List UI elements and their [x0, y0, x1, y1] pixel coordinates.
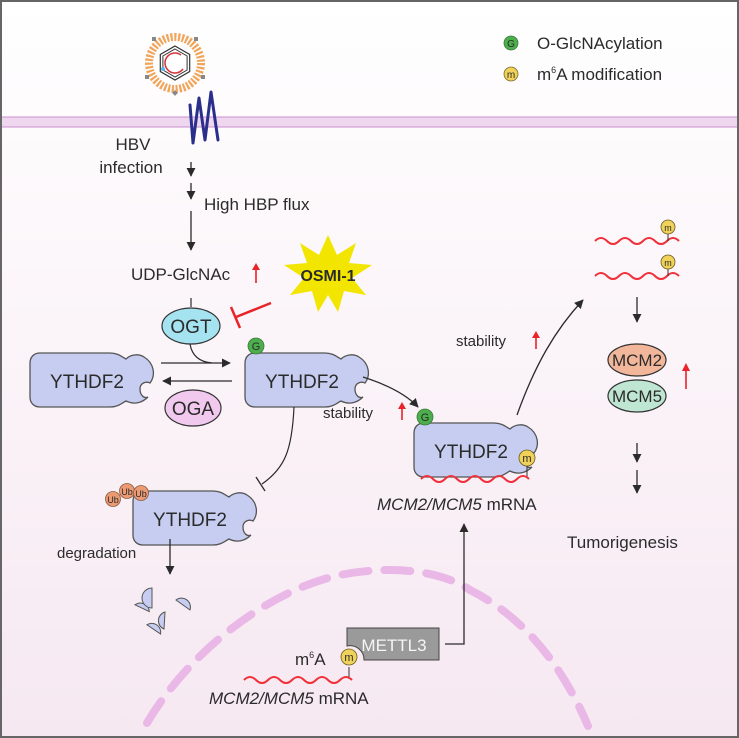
inhibition-osmi-ogt — [229, 301, 272, 329]
ogt-label: OGT — [170, 317, 212, 338]
nuclear-envelope — [143, 566, 592, 730]
stable-mrna-2: m — [594, 254, 680, 280]
stable-mrna-1: m — [594, 219, 680, 245]
ythdf2-label: YTHDF2 — [265, 372, 339, 393]
ogt-enzyme: OGT — [161, 307, 221, 345]
svg-text:Ub: Ub — [135, 489, 147, 499]
svg-text:m: m — [664, 223, 672, 233]
hbv-label: HBV — [116, 135, 152, 154]
legend-label-o-glcnacylation: O-GlcNAcylation — [537, 34, 663, 53]
svg-text:G: G — [252, 341, 261, 353]
mrna-label-nucleus: MCM2/MCM5 mRNA — [209, 689, 369, 708]
up-arrow-icon — [252, 263, 260, 283]
legend-item-m6a: m m6A modification — [503, 65, 662, 84]
g-badge-icon: G — [247, 337, 265, 355]
m-badge-letter: m — [507, 70, 515, 81]
ythdf2-label: YTHDF2 — [153, 510, 227, 531]
arrow-export — [445, 523, 469, 645]
degradation-label: degradation — [57, 545, 136, 562]
ubiquitin-chain: Ub Ub Ub — [105, 483, 149, 507]
osmi-1-label: OSMI-1 — [300, 268, 355, 285]
hbp-flux-label: High HBP flux — [204, 195, 310, 214]
m-badge-icon — [660, 254, 676, 270]
starburst-icon — [284, 235, 372, 312]
svg-text:Ub: Ub — [107, 495, 119, 505]
svg-text:Ub: Ub — [121, 487, 133, 497]
mrna-strand — [420, 475, 530, 483]
inhibition-degradation-curve — [261, 406, 295, 485]
mettl3-writer: METTL3 — [346, 627, 440, 661]
degraded-fragments-icon — [134, 587, 191, 635]
stability-label-2: stability — [456, 333, 507, 350]
infection-label: infection — [99, 158, 162, 177]
g-badge-icon — [503, 35, 519, 51]
svg-text:G: G — [421, 412, 430, 424]
arrow-to-complex — [362, 376, 419, 408]
oga-enzyme: OGA — [164, 389, 222, 427]
svg-text:m: m — [664, 258, 672, 268]
oga-label: OGA — [172, 399, 215, 420]
stability-label-1: stability — [323, 405, 374, 422]
m-badge-icon — [503, 66, 519, 82]
m-badge-icon — [660, 219, 676, 235]
cell-membrane — [2, 116, 737, 128]
ythdf2-ubiquitinated: YTHDF2 — [132, 490, 258, 546]
mrna-label-cytoplasm: MCM2/MCM5 mRNA — [377, 495, 537, 514]
ythdf2-unmodified: YTHDF2 — [29, 352, 155, 408]
ythdf2-label: YTHDF2 — [50, 372, 124, 393]
legend: G O-GlcNAcylation m m6A modification — [503, 34, 663, 84]
up-arrow-icon — [682, 363, 690, 389]
tumorigenesis-label: Tumorigenesis — [567, 533, 678, 552]
mcm5-label: MCM5 — [612, 387, 662, 406]
up-arrow-icon — [398, 402, 406, 420]
legend-label-m6a: m6A modification — [537, 65, 662, 84]
g-badge-icon: G — [416, 408, 434, 426]
mrna-strand-nucleus — [243, 676, 353, 684]
mcm2-label: MCM2 — [612, 351, 662, 370]
ub-badge-icon: Ub — [105, 491, 121, 507]
ub-badge-icon: Ub — [133, 485, 149, 501]
udp-glcnac-label: UDP-GlcNAc — [131, 265, 231, 284]
arrow-to-stable-mrna — [516, 299, 584, 416]
svg-text:m: m — [522, 453, 531, 465]
ythdf2-label: YTHDF2 — [434, 442, 508, 463]
m6a-label-nucleus: m6A — [295, 650, 326, 669]
hbv-virus-icon — [145, 33, 205, 96]
receptor-icon — [188, 90, 220, 145]
ub-badge-icon: Ub — [119, 483, 135, 499]
ogt-catalysis-curve — [189, 343, 213, 364]
svg-text:m: m — [344, 652, 353, 664]
up-arrow-icon — [532, 331, 540, 349]
ythdf2-mrna-complex: YTHDF2 — [413, 422, 539, 478]
inhibition-bar — [255, 476, 266, 492]
mettl3-label: METTL3 — [361, 636, 426, 655]
g-badge-letter: G — [507, 39, 515, 50]
mcm2-protein: MCM2 — [607, 343, 667, 377]
m-badge-icon: m — [518, 449, 536, 477]
mcm5-protein: MCM5 — [607, 379, 667, 413]
legend-item-o-glcnacylation: G O-GlcNAcylation — [503, 34, 663, 53]
ythdf2-o-glcnacylated: YTHDF2 — [244, 352, 370, 408]
osmi-1-inhibitor: OSMI-1 — [284, 235, 372, 312]
